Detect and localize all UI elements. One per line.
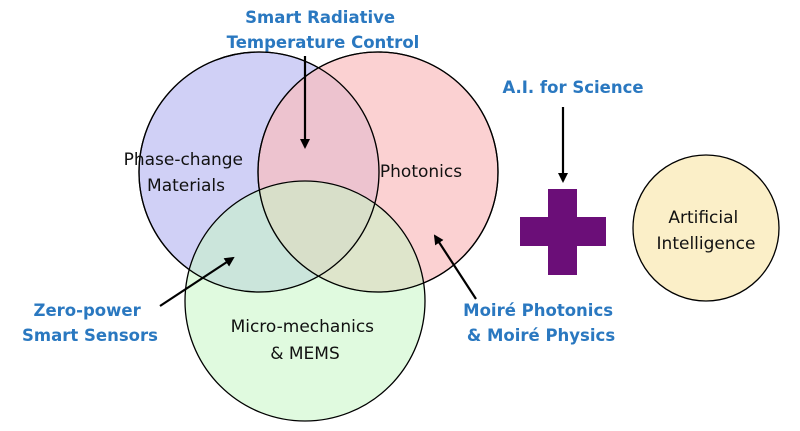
circle-ai (632, 154, 780, 302)
label-photonics: Photonics (380, 162, 462, 182)
callout-sensors: Zero-power Smart Sensors (22, 301, 158, 345)
label-mems: Micro-mechanics & MEMS (231, 317, 380, 364)
label-phase-change: Phase-change Materials (124, 150, 249, 196)
circle-mems (184, 180, 426, 422)
circle-photonics-outline (257, 51, 499, 293)
arrow-sensors (159, 256, 235, 307)
plus-icon (520, 189, 606, 275)
circle-phase-change-outline (138, 51, 380, 293)
callout-ai-science: A.I. for Science (502, 78, 643, 97)
arrow-moire (433, 234, 477, 300)
callout-moire: Moiré Photonics & Moiré Physics (463, 301, 619, 345)
label-ai: Artificial Intelligence (657, 208, 756, 254)
callout-radiative: Smart Radiative Temperature Control (227, 8, 420, 52)
